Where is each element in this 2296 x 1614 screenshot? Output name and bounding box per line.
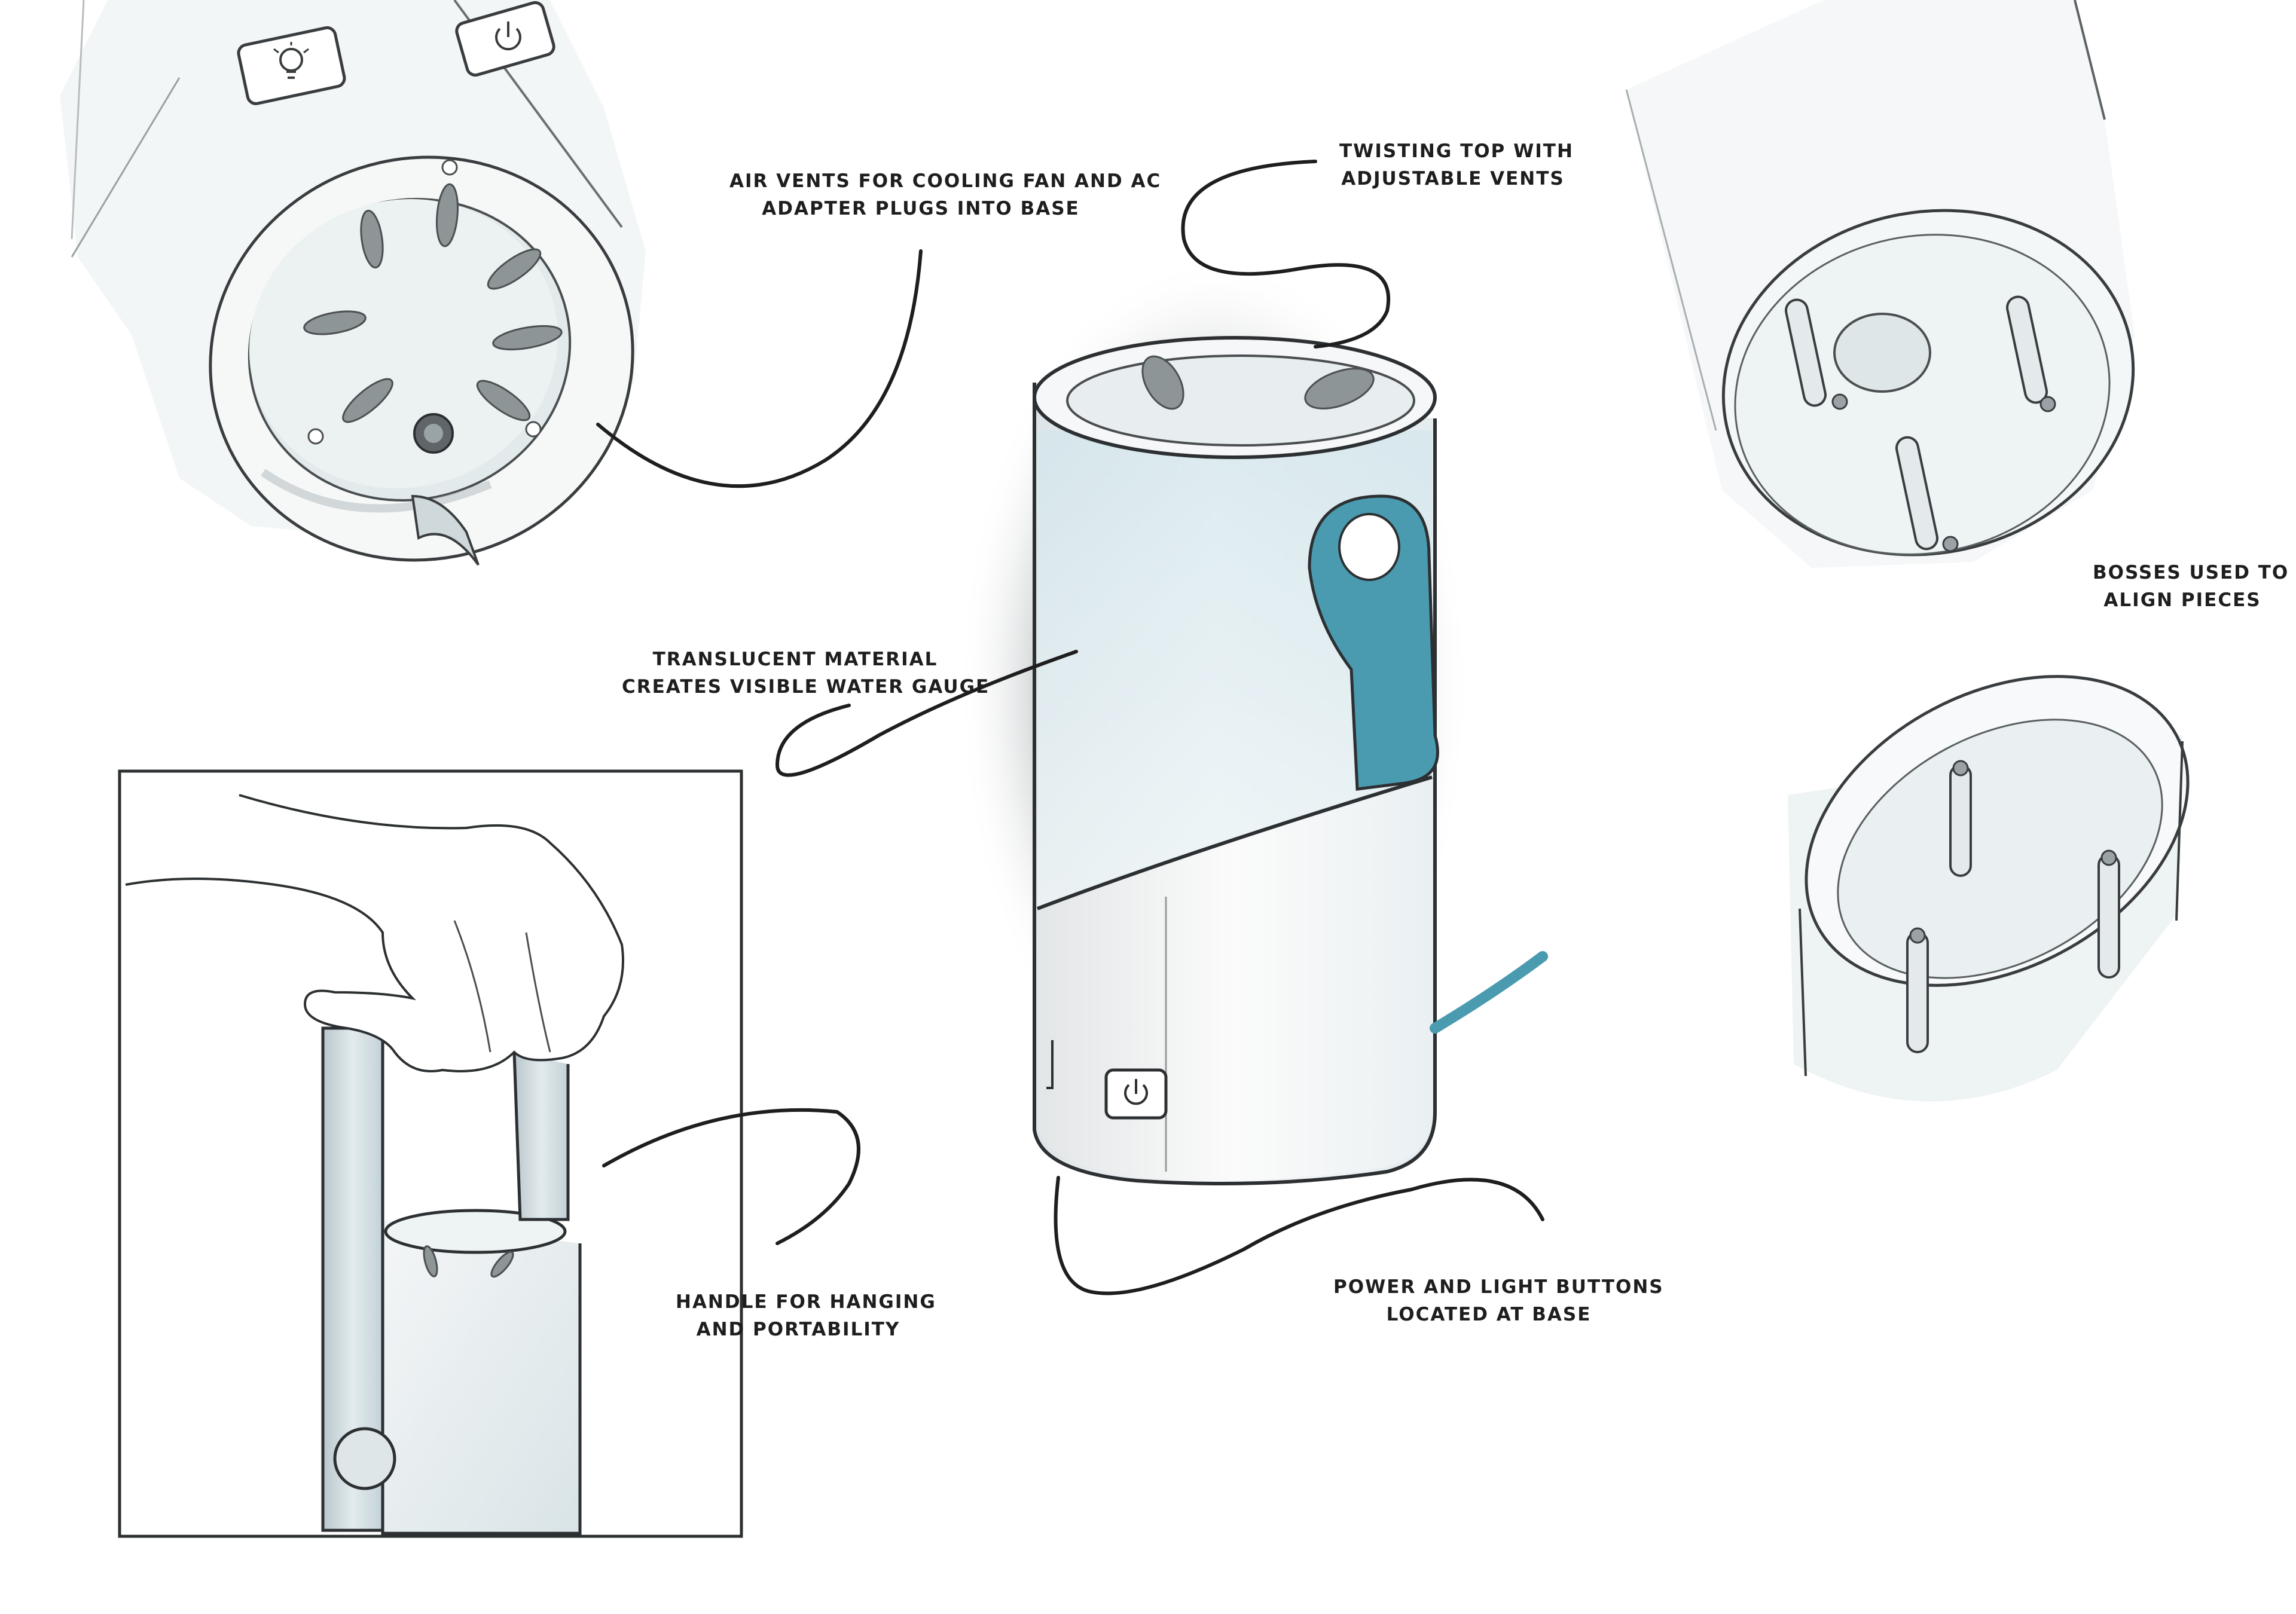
annotation-translucent-line2: CREATES VISIBLE WATER GAUGE [622, 676, 990, 698]
annotation-translucent-line1: TRANSLUCENT MATERIAL [652, 649, 938, 670]
annotation-bosses-line2: ALIGN PIECES [2103, 589, 2261, 611]
annotation-buttons-line1: POWER AND LIGHT BUTTONS [1333, 1276, 1664, 1298]
annotation-bosses: BOSSES USED TO ALIGN PIECES [2093, 559, 2289, 614]
leader-line-twisting-top [1181, 160, 1391, 349]
annotation-handle-line1: HANDLE FOR HANGING [676, 1291, 936, 1313]
annotation-base-vents: AIR VENTS FOR COOLING FAN AND AC ADAPTER… [729, 167, 1162, 222]
annotation-twisting-top-line2: ADJUSTABLE VENTS [1341, 168, 1565, 189]
leader-line-handle [602, 1108, 860, 1245]
annotation-bosses-line1: BOSSES USED TO [2093, 562, 2289, 583]
annotation-handle: HANDLE FOR HANGING AND PORTABILITY [676, 1288, 936, 1343]
base-vents-sketch [60, 0, 646, 566]
leader-line-translucent [775, 650, 1078, 777]
annotation-buttons-line2: LOCATED AT BASE [1386, 1304, 1592, 1325]
annotation-base-vents-line2: ADAPTER PLUGS INTO BASE [762, 198, 1080, 219]
annotation-translucent: TRANSLUCENT MATERIAL CREATES VISIBLE WAT… [622, 646, 990, 701]
leader-lines [596, 160, 1544, 1295]
boss-pin [1949, 760, 1972, 877]
lightbulb-icon [237, 26, 346, 105]
leader-line-buttons [1054, 1176, 1544, 1295]
annotation-base-vents-line1: AIR VENTS FOR COOLING FAN AND AC [729, 170, 1162, 192]
boss-pin [1895, 436, 1959, 552]
annotation-buttons: POWER AND LIGHT BUTTONS LOCATED AT BASE [1333, 1273, 1664, 1328]
power-icon [455, 1, 555, 77]
handle-usage-sketch [118, 769, 743, 1538]
power-icon [1104, 1068, 1168, 1120]
leader-line-base-vents [596, 249, 923, 488]
humidifier-product-sketch [957, 257, 1548, 1185]
boss-pin [2006, 295, 2056, 412]
boss-pin [2097, 849, 2120, 979]
annotation-twisting-top: TWISTING TOP WITH ADJUSTABLE VENTS [1339, 137, 1574, 192]
underside-pins-sketch [1625, 0, 2135, 568]
annotation-twisting-top-line1: TWISTING TOP WITH [1339, 140, 1574, 162]
top-piece-bosses-sketch [1788, 675, 2190, 1102]
annotation-handle-line2: AND PORTABILITY [696, 1319, 900, 1340]
boss-pin [1906, 927, 1929, 1053]
boss-pin [1785, 298, 1848, 410]
